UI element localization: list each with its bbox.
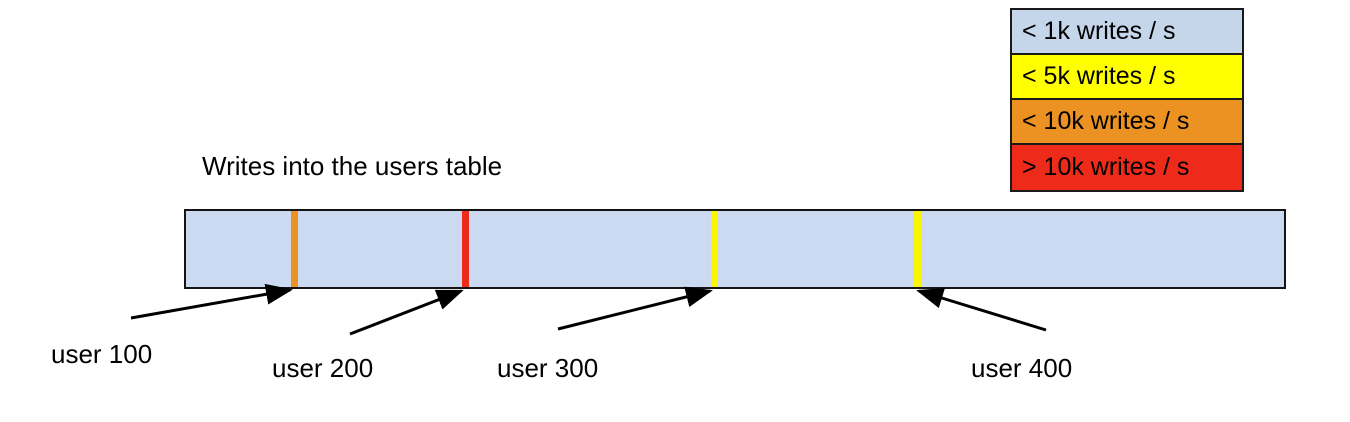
users-table-bar <box>184 209 1286 289</box>
arrow-user-400 <box>916 288 1047 332</box>
callout-label-user-200: user 200 <box>272 353 374 383</box>
legend-row-3: > 10k writes / s <box>1012 145 1242 190</box>
legend-label-3: > 10k writes / s <box>1022 153 1190 181</box>
chart-title: Writes into the users table <box>202 151 503 181</box>
arrow-user-100 <box>130 283 293 320</box>
bar-marker-user-100 <box>291 211 298 287</box>
legend-label-1: < 5k writes / s <box>1022 62 1176 90</box>
callout-label-user-300: user 300 <box>497 353 599 383</box>
legend: < 1k writes / s < 5k writes / s < 10k wr… <box>1010 8 1244 192</box>
legend-row-1: < 5k writes / s <box>1012 55 1242 100</box>
bar-marker-user-200 <box>462 211 469 287</box>
bar-marker-user-300 <box>711 211 718 287</box>
callout-label-user-100: user 100 <box>51 339 153 369</box>
callout-label-user-400: user 400 <box>971 353 1073 383</box>
legend-row-0: < 1k writes / s <box>1012 10 1242 55</box>
arrow-user-300 <box>557 286 713 331</box>
legend-label-2: < 10k writes / s <box>1022 107 1190 135</box>
legend-row-2: < 10k writes / s <box>1012 100 1242 145</box>
legend-label-0: < 1k writes / s <box>1022 17 1176 45</box>
bar-marker-user-400 <box>914 211 921 287</box>
arrow-user-200 <box>349 289 464 336</box>
